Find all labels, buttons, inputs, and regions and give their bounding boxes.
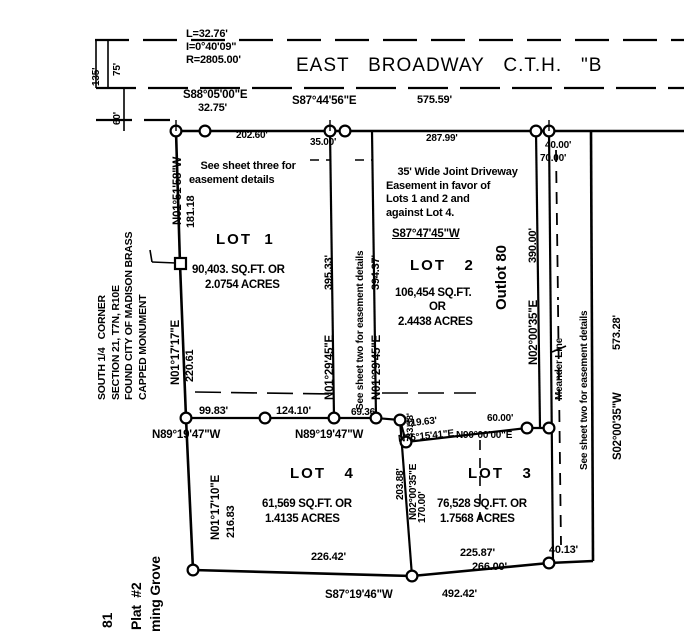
lot-3-sqft: 76,528 SQ.FT. OR bbox=[437, 498, 527, 510]
lot-2-acres: 2.4438 ACRES bbox=[398, 316, 473, 328]
lot3-west-distance-label: 170.00' bbox=[417, 491, 428, 523]
driveway-width-label: 35.00' bbox=[310, 137, 337, 148]
meander-line-label: Meander Line bbox=[554, 337, 565, 400]
lot-2-or: OR bbox=[429, 301, 446, 313]
corner-text-line-3: ming Grove bbox=[147, 556, 163, 632]
far-east-distance-label: 573.28' bbox=[611, 315, 623, 350]
east-offset-label: 70.00' bbox=[540, 153, 567, 164]
lot2-west-distance-label: 394.37' bbox=[370, 255, 382, 290]
sheet-three-note-text: See sheet three for easement details bbox=[189, 159, 296, 186]
section-corner-monument-label: SOUTH 1/4 CORNER SECTION 21, T7N, R10E F… bbox=[96, 231, 149, 400]
sheet-two-note-left: See sheet two for easement details bbox=[355, 250, 366, 410]
lot1-east-distance-label: 395.33' bbox=[323, 255, 335, 290]
bearing-60-label: N90°00'00"E bbox=[456, 430, 513, 441]
row-offset-60-label: 60' bbox=[112, 112, 123, 125]
lot-1-acres: 2.0754 ACRES bbox=[205, 279, 280, 291]
lot-2-title: LOT 2 bbox=[410, 257, 475, 274]
west-line-upper-bearing-label: N01°51'58"W bbox=[172, 156, 184, 225]
lot1-frontage-label: 202.60' bbox=[236, 130, 268, 141]
lot1-south-dim-label: 99.83' bbox=[199, 405, 228, 417]
main-line-bearing-label: S87°44'56"E bbox=[292, 95, 357, 107]
west-line-bottom-bearing-label: N01°17'10"E bbox=[210, 475, 222, 540]
main-line-distance-label: 575.59' bbox=[417, 94, 452, 106]
lot-4-title: LOT 4 bbox=[290, 465, 355, 482]
curve-radius-label: R=2805.00' bbox=[186, 54, 241, 66]
lot2-frontage-label: 287.99' bbox=[426, 133, 458, 144]
west-line-lower-distance-label: 220.61 bbox=[184, 349, 196, 382]
lot-3-title: LOT 3 bbox=[468, 465, 533, 482]
segment-69-label: 69.36' bbox=[351, 407, 378, 418]
east-line-bearing-label: N02°00'35"E bbox=[528, 300, 540, 365]
driveway-easement-note-text: 35' Wide Joint Driveway Easement in favo… bbox=[386, 165, 518, 219]
lot-2-sqft: 106,454 SQ.FT. bbox=[395, 287, 472, 299]
lot4-south-dim-label: 226.42' bbox=[311, 551, 346, 563]
sheet-three-note: See sheet three for easement details bbox=[189, 146, 296, 201]
bottom-bearing-label: S87°19'46"W bbox=[325, 589, 393, 601]
lot2-west-bearing-label: N01°29'45"E bbox=[371, 335, 383, 400]
row-offset-75-label: 75' bbox=[112, 63, 123, 76]
lot-1-sqft: 90,403. SQ.FT. OR bbox=[192, 264, 285, 276]
lot4-east-distance-label: 203.88' bbox=[395, 468, 406, 500]
driveway-easement-note: 35' Wide Joint Driveway Easement in favo… bbox=[386, 152, 518, 235]
lot2-south-bearing-label: S87°47'45"W bbox=[392, 228, 460, 240]
mid-bearing-right-label: N89°19'47"W bbox=[295, 429, 364, 441]
row-offset-135-label: 135' bbox=[91, 67, 102, 86]
far-east-bearing-label: S02°00'35"W bbox=[612, 392, 624, 461]
segment-60-label: 60.00' bbox=[487, 413, 514, 424]
corner-text-line-2: Plat #2 bbox=[128, 582, 144, 630]
mid-bearing-left-label: N89°19'47"W bbox=[152, 429, 221, 441]
lot-4-sqft: 61,569 SQ.FT. OR bbox=[262, 498, 352, 510]
curve-length-label: L=32.76' bbox=[186, 28, 228, 40]
lot-3-acres: 1.7568 ACRES bbox=[440, 513, 515, 525]
east-tail-dim-label: 40.13' bbox=[549, 544, 578, 556]
west-segment-bearing-label: S88°05'00"E bbox=[183, 89, 248, 101]
curve-delta-label: I=0°40'09" bbox=[186, 41, 237, 53]
lot3-south-dim-label: 225.87' bbox=[460, 547, 495, 559]
lot3-south-total-label: 266.00' bbox=[472, 561, 507, 573]
road-name-label: EAST BROADWAY C.T.H. "B bbox=[296, 55, 603, 76]
west-segment-distance-label: 32.75' bbox=[198, 102, 227, 114]
lot-1-title: LOT 1 bbox=[216, 231, 275, 248]
west-line-lower-bearing-label: N01°17'17"E bbox=[170, 320, 182, 385]
west-line-upper-distance-label: 181.18 bbox=[185, 195, 197, 228]
corner-text-line-1: 81 bbox=[99, 612, 115, 628]
sheet-two-note-right: See sheet two for easement details bbox=[579, 310, 590, 470]
west-line-bottom-distance-label: 216.83 bbox=[225, 505, 237, 538]
lot1-south-dim-2-label: 124.10' bbox=[276, 405, 311, 417]
lot-4-acres: 1.4135 ACRES bbox=[265, 513, 340, 525]
lot1-east-bearing-label: N01°29'45"E bbox=[324, 335, 336, 400]
east-line-distance-label: 390.00' bbox=[527, 228, 539, 263]
bottom-distance-label: 492.42' bbox=[442, 588, 477, 600]
east-segment-label: 40.00' bbox=[545, 140, 572, 151]
outlot-80-label: Outlot 80 bbox=[493, 244, 510, 310]
